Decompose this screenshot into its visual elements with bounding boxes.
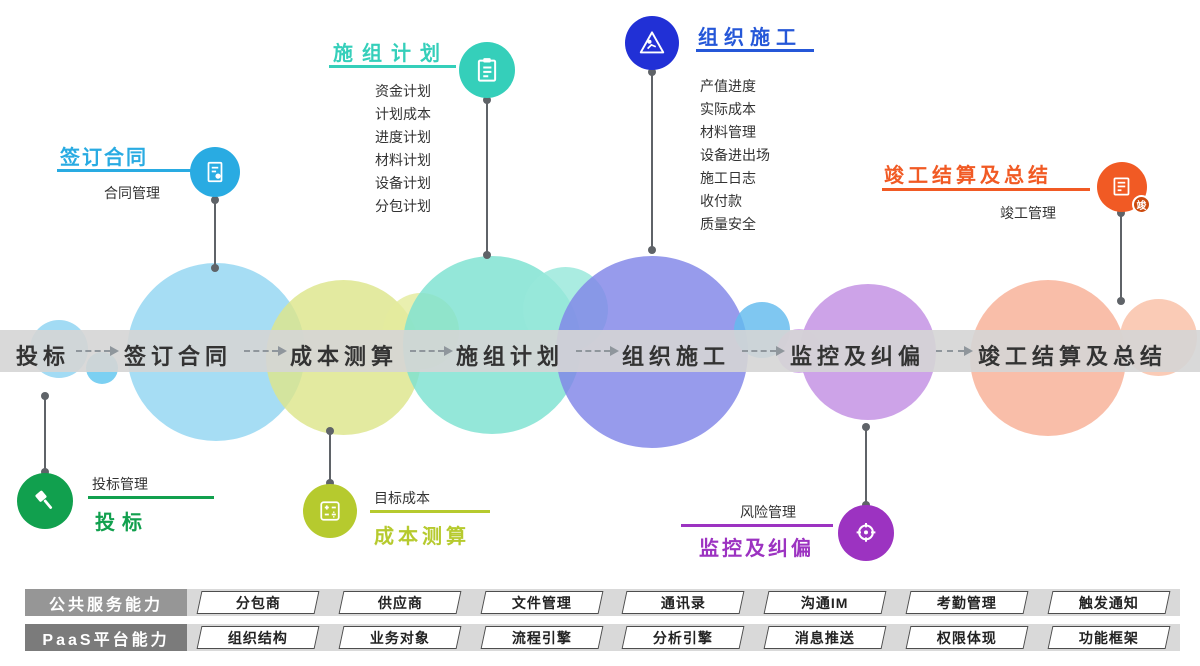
platform-box-label: 组织结构 bbox=[227, 629, 288, 646]
dashed-arrow bbox=[76, 346, 119, 356]
contract-document-icon bbox=[190, 147, 240, 197]
service-box: 考勤管理 bbox=[905, 591, 1029, 614]
sign-contract-underline bbox=[57, 169, 205, 172]
sign-contract-title: 签订合同 bbox=[60, 147, 148, 169]
service-box-label: 触发通知 bbox=[1078, 594, 1139, 611]
completion-underline bbox=[882, 188, 1090, 191]
list-item: 进度计划 bbox=[375, 129, 431, 145]
organize-construction-items: 产值进度 实际成本 材料管理 设备进出场 施工日志 收付款 质量安全 bbox=[700, 75, 770, 236]
list-item: 收付款 bbox=[700, 193, 742, 209]
public-services-items: 分包商 供应商 文件管理 通讯录 沟通IM 考勤管理 触发通知 bbox=[187, 591, 1180, 614]
list-item: 产值进度 bbox=[700, 78, 756, 94]
stage-sign-contract: 签订合同 bbox=[124, 344, 233, 369]
connector-line bbox=[41, 392, 49, 476]
platform-box: 功能框架 bbox=[1047, 626, 1171, 649]
dashed-arrow bbox=[936, 346, 973, 356]
platform-box: 组织结构 bbox=[196, 626, 320, 649]
connector-line bbox=[326, 427, 334, 487]
connector-line bbox=[648, 68, 656, 254]
list-item: 施工日志 bbox=[700, 170, 756, 186]
bidding-underline bbox=[88, 496, 214, 499]
list-item: 资金计划 bbox=[375, 83, 431, 99]
cost-estimate-underline bbox=[370, 510, 490, 513]
platform-box-label: 功能框架 bbox=[1078, 629, 1139, 646]
construction-sign-icon bbox=[625, 16, 679, 70]
connector-line bbox=[1117, 209, 1125, 305]
completion-item: 竣工管理 bbox=[1000, 205, 1056, 221]
public-services-label: 公共服务能力 bbox=[25, 589, 187, 616]
list-item: 材料管理 bbox=[700, 124, 756, 140]
bidding-item: 投标管理 bbox=[92, 476, 148, 492]
gavel-icon bbox=[17, 473, 73, 529]
dashed-arrow bbox=[410, 346, 453, 356]
monitoring-item: 风险管理 bbox=[740, 504, 796, 520]
stage-cost-estimate: 成本测算 bbox=[290, 344, 399, 369]
cost-estimate-title: 成本测算 bbox=[374, 526, 470, 548]
list-item: 材料计划 bbox=[375, 152, 431, 168]
platform-box: 分析引擎 bbox=[622, 626, 745, 649]
sign-contract-item: 合同管理 bbox=[104, 185, 160, 201]
paas-platform-row: PaaS平台能力 组织结构 业务对象 流程引擎 分析引擎 消息推送 权限体现 功… bbox=[25, 624, 1180, 651]
completion-title: 竣工结算及总结 bbox=[884, 165, 1052, 187]
platform-box-label: 分析引擎 bbox=[653, 629, 714, 646]
completion-ledger-icon: 竣 bbox=[1097, 162, 1151, 214]
construction-plan-items: 资金计划 计划成本 进度计划 材料计划 设备计划 分包计划 bbox=[375, 80, 431, 218]
platform-box-label: 业务对象 bbox=[369, 629, 430, 646]
stage-completion: 竣工结算及总结 bbox=[978, 344, 1168, 369]
service-box-label: 考勤管理 bbox=[937, 594, 998, 611]
dashed-arrow bbox=[742, 346, 785, 356]
connector-line bbox=[211, 196, 219, 272]
dashed-arrow bbox=[576, 346, 619, 356]
stage-bidding: 投标 bbox=[16, 344, 71, 369]
completion-badge: 竣 bbox=[1132, 195, 1151, 214]
stage-construction-plan: 施组计划 bbox=[456, 344, 565, 369]
stage-organize-construction: 组织施工 bbox=[622, 344, 731, 369]
platform-box: 流程引擎 bbox=[480, 626, 604, 649]
service-box: 分包商 bbox=[196, 591, 320, 614]
public-services-row: 公共服务能力 分包商 供应商 文件管理 通讯录 沟通IM 考勤管理 触发通知 bbox=[25, 589, 1180, 616]
bidding-title: 投标 bbox=[95, 512, 149, 534]
platform-box-label: 权限体现 bbox=[937, 629, 998, 646]
service-box: 沟通IM bbox=[763, 591, 887, 614]
list-item: 实际成本 bbox=[700, 101, 756, 117]
connector-line bbox=[483, 96, 491, 259]
service-box: 触发通知 bbox=[1047, 591, 1171, 614]
construction-plan-underline bbox=[329, 65, 456, 68]
construction-plan-title: 施组计划 bbox=[333, 43, 449, 65]
list-item: 计划成本 bbox=[375, 106, 431, 122]
calculator-icon bbox=[303, 484, 357, 538]
clipboard-plan-icon bbox=[459, 42, 515, 98]
target-pin-icon bbox=[838, 505, 894, 561]
connector-line bbox=[862, 423, 870, 509]
service-box-label: 沟通IM bbox=[801, 594, 850, 611]
monitoring-title: 监控及纠偏 bbox=[699, 538, 814, 560]
list-item: 设备进出场 bbox=[700, 147, 770, 163]
service-box-label: 通讯录 bbox=[660, 594, 706, 611]
service-box-label: 文件管理 bbox=[511, 594, 572, 611]
organize-construction-underline bbox=[696, 49, 814, 52]
service-box-label: 分包商 bbox=[235, 594, 281, 611]
list-item: 质量安全 bbox=[700, 216, 756, 232]
platform-box: 消息推送 bbox=[763, 626, 887, 649]
list-item: 设备计划 bbox=[375, 175, 431, 191]
stage-monitoring: 监控及纠偏 bbox=[790, 344, 926, 369]
organize-construction-title: 组织施工 bbox=[698, 27, 802, 49]
monitoring-underline bbox=[681, 524, 833, 527]
service-box-label: 供应商 bbox=[377, 594, 423, 611]
service-box: 供应商 bbox=[338, 591, 462, 614]
cost-estimate-item: 目标成本 bbox=[374, 490, 430, 506]
paas-platform-label: PaaS平台能力 bbox=[25, 624, 187, 651]
service-box: 文件管理 bbox=[480, 591, 604, 614]
list-item: 分包计划 bbox=[375, 198, 431, 214]
paas-platform-items: 组织结构 业务对象 流程引擎 分析引擎 消息推送 权限体现 功能框架 bbox=[187, 626, 1180, 649]
platform-box-label: 流程引擎 bbox=[511, 629, 572, 646]
service-box: 通讯录 bbox=[622, 591, 745, 614]
platform-box: 业务对象 bbox=[338, 626, 462, 649]
platform-box-label: 消息推送 bbox=[795, 629, 856, 646]
dashed-arrow bbox=[244, 346, 287, 356]
platform-box: 权限体现 bbox=[905, 626, 1029, 649]
